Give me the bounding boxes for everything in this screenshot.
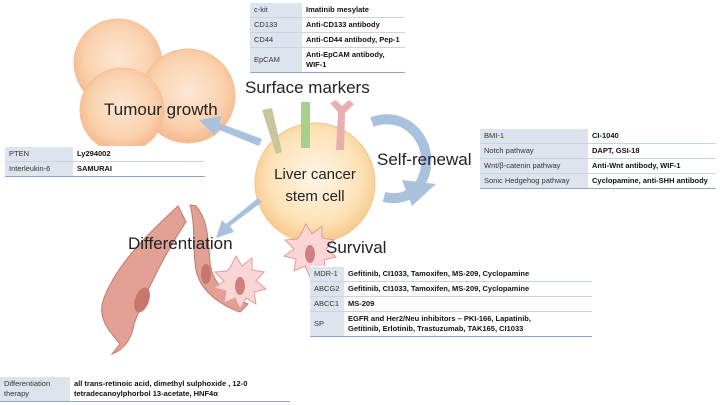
label-differentiation: Differentiation (128, 234, 233, 253)
label-surface-markers: Surface markers (245, 78, 370, 97)
differentiated-cells (101, 204, 338, 356)
stem-cell-line2: stem cell (285, 188, 345, 205)
table-key-line: therapy (4, 389, 30, 398)
table-value: all trans-retinoic acid, dimethyl sulpho… (70, 376, 290, 402)
table-value: CI-1040 (588, 128, 716, 144)
stem-cell-line1: Liver cancer (274, 166, 356, 183)
label-tumour-growth: Tumour growth (104, 100, 218, 119)
table-row: SP EGFR and Her2/Neu inhibitors – PKI-166… (310, 311, 592, 337)
table-value: Imatinib mesylate (302, 2, 405, 18)
label-self-renewal: Self-renewal (377, 150, 472, 169)
table-value-line: Getitinib, Erlotinib, Trastuzumab, TAK16… (348, 324, 524, 333)
label-survival: Survival (326, 238, 387, 257)
table-key: PTEN (5, 146, 73, 162)
table-key: ABCC1 (310, 296, 344, 312)
table-key: Sonic Hedgehog pathway (480, 173, 588, 189)
table-value: Cyclopamine, anti-SHH antibody (588, 173, 716, 189)
table-value: Anti-Wnt antibody, WIF-1 (588, 158, 716, 174)
table-key: EpCAM (250, 47, 302, 73)
table-value: Anti-CD133 antibody (302, 17, 405, 33)
tumour-cell-cluster (73, 18, 236, 153)
table-key: Interleukin-6 (5, 161, 73, 177)
table-value: Anti-EpCAM antibody, WIF-1 (302, 47, 405, 73)
arrow-to-tumour (199, 116, 262, 146)
table-key: ABCG2 (310, 281, 344, 297)
table-key: BMI-1 (480, 128, 588, 144)
table-value: Gefitinib, CI1033, Tamoxifen, MS-209, Cy… (344, 266, 592, 282)
marker-green-shape (301, 102, 310, 148)
arrow-to-differentiation (216, 198, 262, 238)
table-key: SP (310, 311, 344, 337)
table-value: Ly294002 (73, 146, 205, 162)
table-key: c-kit (250, 2, 302, 18)
arrow-self-renewal (370, 114, 436, 206)
table-value-line: EGFR and Her2/Neu inhibitors – PKI-166, … (348, 314, 531, 323)
table-key: CD44 (250, 32, 302, 48)
table-value: MS-209 (344, 296, 592, 312)
table-value: DAPT, GSI-18 (588, 143, 716, 159)
table-value: EGFR and Her2/Neu inhibitors – PKI-166, … (344, 311, 592, 337)
table-key: Wnt/β-catenin pathway (480, 158, 588, 174)
table-key: CD133 (250, 17, 302, 33)
table-value-line: tetradecanoylphorbol 13-acetate, HNF4α (74, 389, 218, 398)
marker-olive-shape (262, 108, 282, 154)
marker-pink-shape (330, 100, 354, 150)
table-key: MDR-1 (310, 266, 344, 282)
table-value: SAMURAI (73, 161, 205, 177)
table-value: Gefitinib, CI1033, Tamoxifen, MS-209, Cy… (344, 281, 592, 297)
table-value: Anti-CD44 antibody, Pep-1 (302, 32, 405, 48)
table-key: Notch pathway (480, 143, 588, 159)
table-key-line: Differentiation (4, 379, 51, 388)
stem-cell-label: Liver cancer stem cell (255, 164, 375, 208)
table-value-line: all trans-retinoic acid, dimethyl sulpho… (74, 379, 248, 388)
